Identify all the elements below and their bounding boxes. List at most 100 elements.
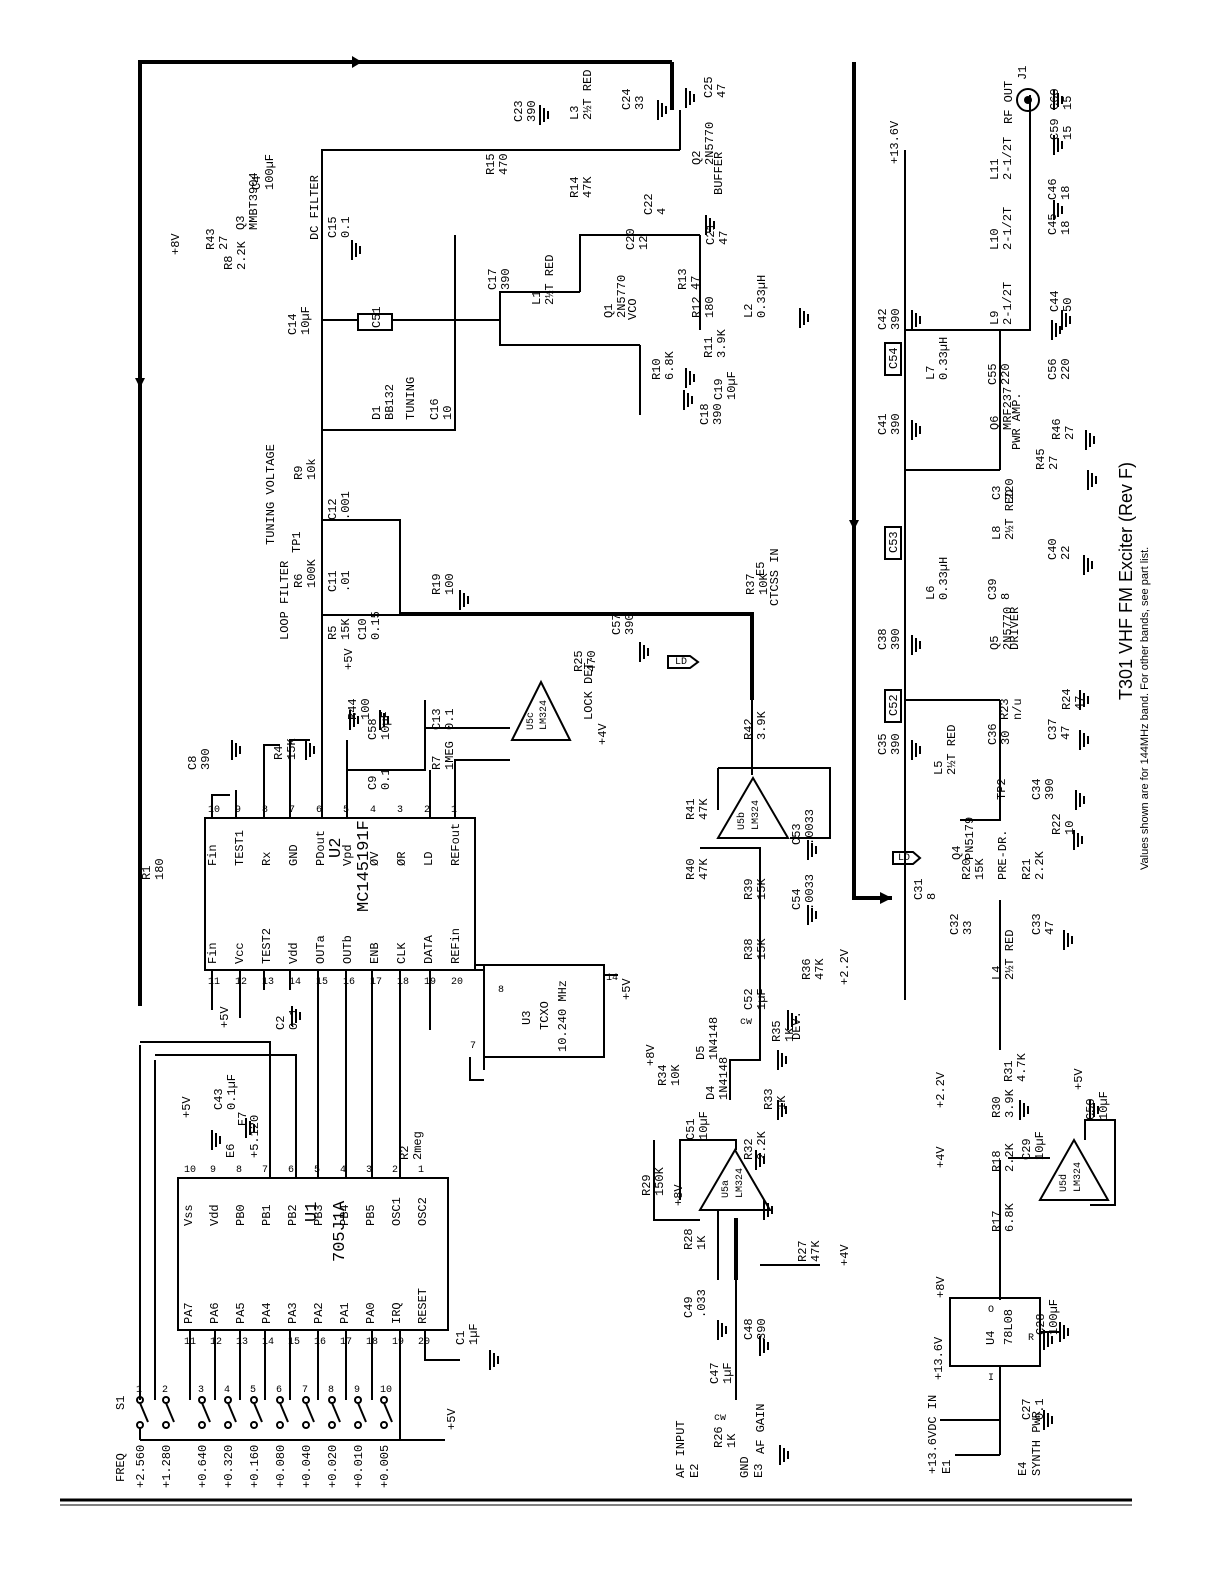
component-value: 47K <box>813 958 827 980</box>
component-value: 0.33µH <box>755 275 769 318</box>
switch-contact[interactable] <box>162 1396 170 1404</box>
switch-lever[interactable] <box>279 1402 289 1423</box>
ground-icon <box>245 1118 255 1138</box>
u4-pin-o: O <box>988 1305 994 1316</box>
ground-icon <box>799 308 809 328</box>
component-value: 1K <box>695 1235 709 1250</box>
component-value: .0033 <box>803 809 817 845</box>
component-ref: D4 <box>704 1086 718 1100</box>
pin-name: RESET <box>416 1288 430 1324</box>
ground-icon <box>1087 470 1097 490</box>
switch-lever[interactable] <box>139 1402 149 1423</box>
af-gain-label: AF GAIN <box>754 1404 768 1454</box>
switch-contact[interactable] <box>198 1396 206 1404</box>
ground-icon <box>459 590 469 610</box>
switch-lever[interactable] <box>253 1402 263 1423</box>
pin-name: OUTb <box>341 935 355 964</box>
switch-lever[interactable] <box>201 1402 211 1423</box>
tp2-ref: TP2 <box>995 778 1009 800</box>
ground-icon <box>1061 310 1071 330</box>
switch-contact[interactable] <box>354 1396 362 1404</box>
component-value: 180 <box>703 296 717 318</box>
z-filters: C51 C52 C53 C54 <box>357 306 902 723</box>
switch-position-number: 10 <box>380 1385 392 1396</box>
switch-lever[interactable] <box>165 1402 175 1423</box>
switch-contact[interactable] <box>380 1421 388 1429</box>
component-value: 47 <box>689 276 703 290</box>
ground-icon <box>539 105 549 125</box>
e1-label: +13.6VDC IN <box>926 1395 940 1474</box>
component-value: 4.7K <box>1015 1052 1029 1082</box>
switch-lever[interactable] <box>331 1402 341 1423</box>
switch-contact[interactable] <box>162 1421 170 1429</box>
switch-lever[interactable] <box>305 1402 315 1423</box>
component-value: 220 <box>1003 478 1017 500</box>
component-ref: R38 <box>742 938 756 960</box>
switch-position-value: +0.320 <box>222 1445 236 1488</box>
component-value: 1µF <box>721 1362 735 1384</box>
pin-name: Vdd <box>287 942 301 964</box>
e6-label: +5.120 <box>248 1115 262 1158</box>
switch-contact[interactable] <box>198 1421 206 1429</box>
component-ref: C47 <box>708 1362 722 1384</box>
switch-contact[interactable] <box>302 1421 310 1429</box>
component-ref: R2 <box>398 1146 412 1160</box>
switch-contact[interactable] <box>302 1396 310 1404</box>
u3-pin7: 7 <box>470 1041 476 1052</box>
pin-name: PB5 <box>364 1204 378 1226</box>
component-value: 2.2K <box>235 240 249 270</box>
switch-position-value: +0.640 <box>196 1445 210 1488</box>
pin-name: PA7 <box>182 1302 196 1324</box>
component-value: 27 <box>1047 456 1061 470</box>
ground-icon <box>1053 135 1063 155</box>
component-value: 100µF <box>1047 1299 1061 1335</box>
switch-contact[interactable] <box>276 1421 284 1429</box>
u4-part: 78L08 <box>1002 1309 1016 1345</box>
component-ref: R27 <box>796 1240 810 1262</box>
switch-contact[interactable] <box>380 1396 388 1404</box>
component-value: 2½T RED <box>945 725 959 775</box>
switch-contact[interactable] <box>328 1421 336 1429</box>
component-ref: C58 <box>366 718 380 740</box>
component-value: 12 <box>637 236 651 250</box>
component-value: 10µF <box>1033 1131 1047 1160</box>
switch-contact[interactable] <box>250 1421 258 1429</box>
switch-contact[interactable] <box>224 1396 232 1404</box>
switch-lever[interactable] <box>357 1402 367 1423</box>
switch-contact[interactable] <box>136 1421 144 1429</box>
switch-lever[interactable] <box>383 1402 393 1423</box>
pin-name: PB4 <box>338 1204 352 1226</box>
switch-contact[interactable] <box>276 1396 284 1404</box>
component-ref: C59 <box>1048 118 1062 140</box>
component-value: 10µF <box>697 1111 711 1140</box>
pin-number: 18 <box>397 977 409 988</box>
svg-text:U5b: U5b <box>736 812 748 830</box>
rail-4v-u5c: +4V <box>596 723 610 745</box>
component-ref: R41 <box>684 798 698 820</box>
component-ref: C16 <box>428 398 442 420</box>
ld-tag-top: LD <box>675 657 687 668</box>
switch-contact[interactable] <box>354 1421 362 1429</box>
switch-contact[interactable] <box>328 1396 336 1404</box>
switch-contact[interactable] <box>224 1421 232 1429</box>
component-value: 15K <box>285 738 299 760</box>
switch-contact[interactable] <box>250 1396 258 1404</box>
switch-lever[interactable] <box>227 1402 237 1423</box>
component-value: .0033 <box>803 874 817 910</box>
u2-ref: U2 <box>327 838 346 858</box>
